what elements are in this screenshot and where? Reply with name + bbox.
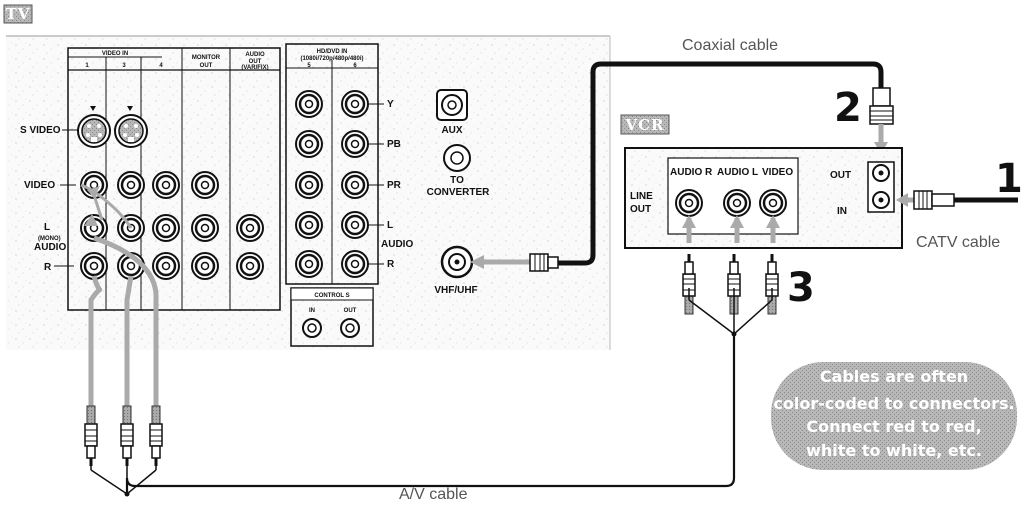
- r-label: R: [44, 262, 52, 273]
- svg-text:L: L: [387, 220, 393, 231]
- step-2-label: 2: [834, 85, 862, 131]
- catv-cable-label: CATV cable: [916, 234, 1000, 251]
- svg-text:VCR: VCR: [624, 116, 664, 134]
- vcr-audio-r-label: AUDIO R: [670, 167, 713, 178]
- av-cable-label: A/V cable: [399, 486, 468, 503]
- vcr-in-label: IN: [837, 206, 847, 217]
- vcr-video-label: VIDEO: [762, 167, 793, 178]
- l-label: L: [44, 222, 50, 233]
- video-in-header: VIDEO IN: [102, 51, 128, 57]
- vcr-out-label: OUT: [830, 170, 851, 181]
- svg-text:TV: TV: [6, 5, 31, 23]
- svg-text:CONTROL S: CONTROL S: [314, 293, 349, 299]
- audio-out-header: AUDIO: [245, 52, 265, 58]
- svg-text:LINE: LINE: [630, 191, 653, 202]
- svg-text:(MONO): (MONO): [38, 236, 61, 242]
- hd-dvd-header: HD/DVD IN: [317, 49, 348, 55]
- monitor-out-header: MONITOR: [192, 55, 221, 61]
- video-label: VIDEO: [24, 180, 55, 191]
- svg-text:(VAR/FIX): (VAR/FIX): [241, 65, 268, 71]
- vcr-rear-panel: LINE OUT AUDIO R AUDIO L VIDEO OUT IN: [624, 147, 903, 249]
- svg-text:white to white, etc.: white to white, etc.: [806, 441, 982, 460]
- svg-text:6: 6: [353, 63, 357, 69]
- svg-text:PB: PB: [387, 139, 401, 150]
- svg-text:TO: TO: [450, 175, 464, 186]
- svg-text:OUT: OUT: [249, 59, 262, 65]
- tv-av-cable: [80, 183, 163, 497]
- s-video-label: S VIDEO: [20, 125, 61, 136]
- video-in-col-1: 1: [85, 63, 89, 69]
- catv-cable: [896, 190, 1018, 210]
- svg-text:(1080i/720p/480p/480i): (1080i/720p/480p/480i): [300, 56, 363, 62]
- step-1-label: 1: [995, 156, 1023, 202]
- svg-text:AUDIO: AUDIO: [381, 239, 413, 250]
- svg-text:IN: IN: [309, 308, 315, 314]
- svg-text:color-coded to connectors.: color-coded to connectors.: [773, 394, 1014, 413]
- hd-dvd-in-panel: HD/DVD IN (1080i/720p/480p/480i) 5 6 Y P…: [285, 43, 413, 285]
- tv-badge: TV: [3, 4, 33, 24]
- to-converter-label: CONVERTER: [427, 187, 491, 198]
- coaxial-cable: [470, 61, 894, 272]
- svg-text:OUT: OUT: [200, 63, 213, 69]
- vhf-uhf-label: VHF/UHF: [434, 285, 477, 296]
- svg-text:OUT: OUT: [344, 308, 357, 314]
- svg-text:R: R: [387, 259, 395, 270]
- vcr-badge: VCR: [620, 114, 670, 135]
- video-in-col-4: 4: [159, 63, 163, 69]
- svg-text:PR: PR: [387, 180, 402, 191]
- svg-text:5: 5: [307, 63, 311, 69]
- vcr-audio-l-label: AUDIO L: [717, 167, 758, 178]
- color-code-note: Cables are often color-coded to connecto…: [771, 362, 1017, 470]
- tv-row-labels: S VIDEO VIDEO L (MONO) AUDIO R: [20, 125, 80, 273]
- control-s-panel: CONTROL S IN OUT: [290, 287, 374, 347]
- step-3-label: 3: [787, 265, 815, 311]
- rf-connectors: AUX TO CONVERTER VHF/UHF: [427, 89, 491, 296]
- coaxial-cable-label: Coaxial cable: [682, 37, 778, 54]
- line-out-label: OUT: [630, 204, 651, 215]
- aux-label: AUX: [441, 125, 462, 136]
- svg-text:Y: Y: [387, 99, 394, 110]
- svg-text:Connect red to red,: Connect red to red,: [806, 417, 981, 436]
- audio-label: AUDIO: [34, 242, 66, 253]
- svg-text:Cables are often: Cables are often: [820, 367, 968, 386]
- video-in-col-3: 3: [122, 63, 126, 69]
- s-video-jacks: [77, 106, 148, 148]
